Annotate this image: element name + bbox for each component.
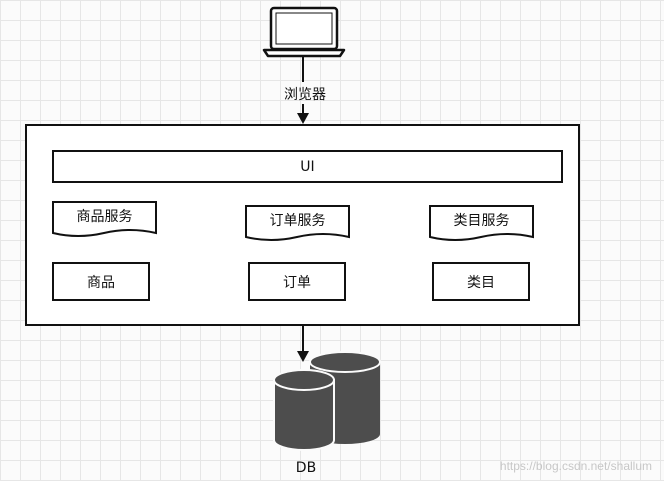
database-icon <box>273 351 381 451</box>
laptop-icon <box>262 6 346 58</box>
module-label: 类目 <box>467 274 495 291</box>
document-shape-icon <box>52 201 157 237</box>
ui-layer-label: UI <box>300 158 315 175</box>
module-category: 类目 <box>432 262 530 301</box>
module-product: 商品 <box>52 262 150 301</box>
service-doc-category: 类目服务 <box>429 205 534 243</box>
service-label: 订单服务 <box>269 213 326 229</box>
service-label: 类目服务 <box>453 213 510 229</box>
module-label: 商品 <box>87 274 115 291</box>
service-label: 商品服务 <box>76 209 133 225</box>
arrowhead-down <box>297 351 309 362</box>
service-doc-product: 商品服务 <box>52 201 157 239</box>
document-shape-icon <box>245 205 350 241</box>
db-label: DB <box>295 460 317 476</box>
module-label: 订单 <box>283 274 311 291</box>
arrowhead-down <box>297 113 309 124</box>
service-doc-order: 订单服务 <box>245 205 350 243</box>
watermark-text: https://blog.csdn.net/shallum <box>499 459 652 473</box>
document-shape-icon <box>429 205 534 241</box>
browser-label: 浏览器 <box>284 87 326 103</box>
ui-layer: UI <box>52 150 563 183</box>
module-order: 订单 <box>248 262 346 301</box>
